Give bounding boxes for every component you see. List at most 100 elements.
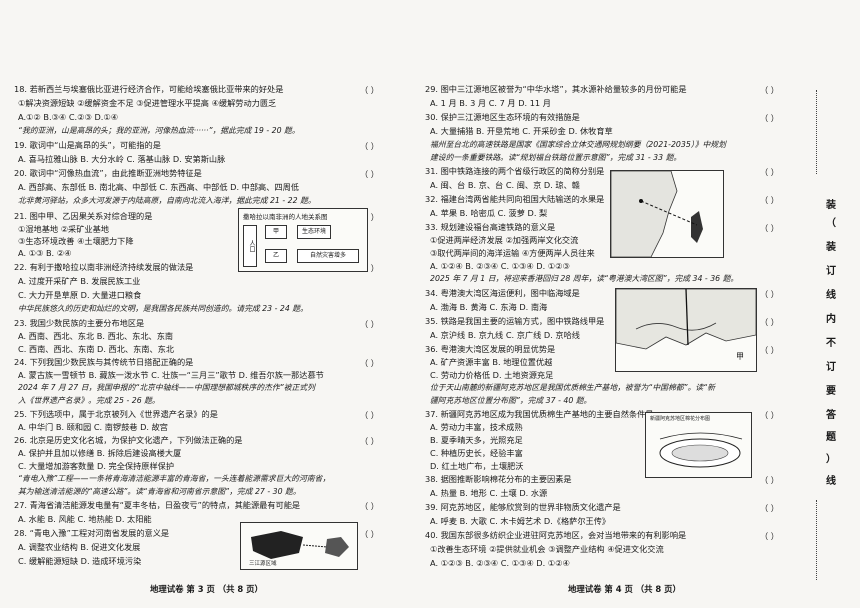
material-m25: 2024 年 7 月 27 日，我国申报的“北京中轴线——中国理想都城秩序的杰作… (18, 383, 315, 392)
answer-blank-q28[interactable]: （ ） (360, 529, 379, 539)
answer-blank-q19[interactable]: （ ） (360, 141, 379, 151)
binding-char: 线 (826, 290, 836, 301)
answer-blank-q31[interactable]: （ ） (760, 167, 779, 177)
answer-blank-q23[interactable]: （ ） (360, 319, 379, 329)
material-m31b: 建设的一条重要铁路。读“规划福台铁路位置示意图”，完成 31 - 33 题。 (430, 153, 682, 162)
options-q39o: A. 呼麦 B. 大歌 C. 木卡姆艺术 D.《格萨尔王传》 (430, 516, 611, 526)
answer-blank-q32[interactable]: （ ） (760, 195, 779, 205)
options-q20o1: A. 西部高、东部低 B. 南北高、中部低 C. 东西高、中部低 D. 中部高、… (18, 182, 299, 192)
options-q33o1: ①促进两岸经济发展 ②加强两岸文化交流 (430, 235, 579, 245)
options-q25o: A. 中华门 B. 颐和园 C. 南锣鼓巷 D. 故宫 (18, 422, 168, 432)
map-qinghai-henan: 三江源区域 (240, 522, 358, 570)
material-m27: “青电入豫”工程——一条将青海清洁能源丰富的青海省，一头连着能源需求巨大的河南省… (18, 474, 331, 483)
binding-char: 题 (826, 432, 836, 443)
answer-blank-q33[interactable]: （ ） (760, 223, 779, 233)
options-q24o1: A. 蒙古族一雪顿节 B. 藏族一泼水节 C. 壮族一“三月三”歌节 D. 维吾… (18, 370, 324, 380)
material-m21: 北非黄河驿站，众多大河发源于内陆高原，自南向北流入海洋，据此完成 21 - 22… (18, 196, 316, 205)
options-q36o2: C. 劳动力价格低 D. 土地资源充足 (430, 370, 554, 380)
figure-21-diagram: 撒哈拉以南非洲的人地关系图 人口 甲 乙 生态环境 自然灾害增多 (238, 208, 368, 272)
answer-blank-q20[interactable]: （ ） (360, 169, 379, 179)
material-m27b: 其为输送清洁能源的“高速公路”。读“青海省和河南省示意图”，完成 27 - 30… (18, 487, 301, 496)
flow-box-population: 人口 (243, 225, 257, 267)
map-37-label: 新疆阿克苏地区棉花分布图 (650, 416, 711, 422)
question-q18: 18. 若新西兰与埃塞俄比亚进行经济合作，可能给埃塞俄比亚带来的好处是 (14, 84, 284, 94)
options-q38o: A. 热量 B. 地形 C. 土壤 D. 水源 (430, 488, 548, 498)
flow-box-environment: 生态环境 (297, 225, 331, 239)
question-q32: 32. 福建台湾两省能共同向祖国大陆输送的水果是 (425, 194, 605, 204)
province-map-icon (251, 531, 349, 559)
question-q21: 21. 图中甲、乙因果关系对综合理的是 (14, 211, 153, 221)
options-q37o1: A. 劳动力丰富，技术成熟 (430, 422, 523, 432)
material-m37: 位于天山南麓的新疆阿克苏地区是我国优质棉生产基地，被誉为“中国棉都”。读“新 (430, 383, 716, 392)
options-q18o2: A.①② B.③④ C.②③ D.①④ (18, 112, 119, 122)
answer-blank-q40[interactable]: （ ） (760, 531, 779, 541)
question-q22: 22. 有利于撒哈拉以南非洲经济持续发展的做法是 (14, 262, 194, 272)
options-q31o1: A. 闽、台 B. 京、台 C. 闽、京 D. 琼、赣 (430, 180, 580, 190)
options-q27o: A. 水能 B. 风能 C. 地热能 D. 太阳能 (18, 514, 152, 524)
map-27-label: 三江源区域 (249, 561, 277, 567)
options-q26o1: A. 保护并且加以修缮 B. 拆除后建设高楼大厦 (18, 448, 182, 458)
options-q37o4: D. 红土地广布，土壤肥沃 (430, 461, 524, 471)
answer-blank-q27[interactable]: （ ） (360, 501, 379, 511)
binding-line-top (816, 90, 818, 174)
binding-char: 订 (826, 266, 836, 277)
question-q29: 29. 图中三江源地区被誉为“中华水塔”，其水源补给量较多的月份可能是 (425, 84, 687, 94)
figure-21-title: 撒哈拉以南非洲的人地关系图 (243, 213, 328, 221)
bay-map-icon (615, 288, 757, 350)
material-m23: 中华民族悠久的历史和灿烂的文明，是我国各民族共同创造的。请完成 23 - 24 … (18, 304, 308, 313)
options-q21o3: A. ①③ B. ②④ (18, 248, 72, 258)
material-m19: “我的亚洲，山是高昂的头；我的亚洲，河像热血流······”，据此完成 19 -… (18, 126, 300, 135)
answer-blank-q37[interactable]: （ ） (760, 410, 779, 420)
options-q28o2: C. 缓解能源短缺 D. 造成环境污染 (18, 556, 142, 566)
answer-blank-q18[interactable]: （ ） (360, 85, 379, 95)
material-m31: 福州至台北的高速铁路是国家《国家综合立体交通网规划纲要（2021-2035）》中… (430, 140, 726, 149)
options-q21o2: ③生态环境改善 ④土壤肥力下降 (18, 236, 134, 246)
options-q37o2: B. 夏季晴天多，光照充足 (430, 435, 523, 445)
options-q40o1: ①改善生态环境 ②提供就业机会 ③调整产业结构 ④促进文化交流 (430, 544, 664, 554)
material-m25b: 入《世界遗产名录》。完成 25 - 26 题。 (18, 396, 160, 405)
answer-blank-q38[interactable]: （ ） (760, 475, 779, 485)
question-q36: 36. 粤港澳大湾区发展的明显优势是 (425, 344, 556, 354)
options-q30o: A. 大量捕猎 B. 开垦荒地 C. 开采砂金 D. 休牧育草 (430, 126, 613, 136)
question-q33: 33. 规划建设福台高速铁路的意义是 (425, 222, 556, 232)
answer-blank-q35[interactable]: （ ） (760, 317, 779, 327)
answer-blank-q30[interactable]: （ ） (760, 113, 779, 123)
options-q37o3: C. 种植历史长，经验丰富 (430, 448, 523, 458)
binding-char: 装 (826, 200, 836, 211)
options-q33o2: ③取代两岸间的海洋运输 ④方便两岸人员往来 (430, 248, 595, 258)
options-q22o1: A. 过度开采矿产 B. 发展民族工业 (18, 276, 141, 286)
question-q23: 23. 我国少数民族的主要分布地区是 (14, 318, 145, 328)
options-q22o2: C. 大力开垦草原 D. 大量进口粮食 (18, 290, 142, 300)
binding-char: 答 (826, 410, 836, 421)
options-q18o1: ①解决资源短缺 ②缓解资金不足 ③促进管理水平提高 ④缓解劳动力匮乏 (18, 98, 277, 108)
answer-blank-q22[interactable]: （ ） (360, 263, 379, 273)
options-q23o1: A. 西南、西北、东北 B. 西北、东北、东南 (18, 331, 174, 341)
map-greater-bay-area: 甲 (615, 288, 757, 372)
binding-char: ） (826, 454, 836, 465)
coastline-map-icon (610, 170, 703, 258)
question-q34: 34. 粤港澳大湾区海运便利，图中临海域是 (425, 288, 580, 298)
answer-blank-q25[interactable]: （ ） (360, 410, 379, 420)
binding-char: 不 (826, 338, 836, 349)
options-q21o1: ①湿地基地 ②采矿业基地 (18, 224, 109, 234)
answer-blank-q24[interactable]: （ ） (360, 358, 379, 368)
question-q26: 26. 北京是历史文化名城，为保护文化遗产，下列做法正确的是 (14, 435, 243, 445)
flow-box-yi: 乙 (265, 249, 287, 263)
question-q37: 37. 新疆阿克苏地区成为我国优质棉生产基地的主要自然条件是 (425, 409, 654, 419)
options-q29o: A. 1 月 B. 3 月 C. 7 月 D. 11 月 (430, 98, 551, 108)
answer-blank-q26[interactable]: （ ） (360, 436, 379, 446)
answer-blank-q39[interactable]: （ ） (760, 503, 779, 513)
answer-blank-q34[interactable]: （ ） (760, 289, 779, 299)
options-q36o1: A. 矿产资源丰富 B. 地理位置优越 (430, 357, 553, 367)
answer-blank-q29[interactable]: （ ） (760, 85, 779, 95)
answer-blank-q36[interactable]: （ ） (760, 345, 779, 355)
answer-blank-q21[interactable]: （ ） (360, 212, 379, 222)
footer-page-4: 地理试卷 第 4 页 （共 8 页） (568, 584, 681, 594)
options-q32o: A. 苹果 B. 哈密瓜 C. 菠萝 D. 梨 (430, 208, 548, 218)
question-q24: 24. 下列我国少数民族与其传统节日搭配正确的是 (14, 357, 194, 367)
material-m37b: 疆阿克苏地区位置分布图”，完成 37 - 40 题。 (430, 396, 592, 405)
binding-char: 装 (826, 242, 836, 253)
options-q35o: A. 京沪线 B. 京九线 C. 京广线 D. 京哈线 (430, 330, 580, 340)
binding-char: 订 (826, 362, 836, 373)
binding-line-bottom (816, 500, 818, 580)
